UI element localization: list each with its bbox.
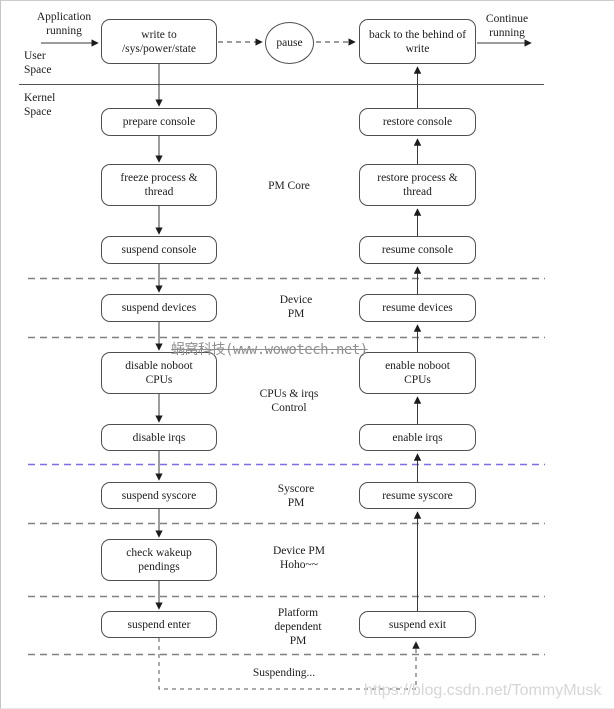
node-resume-console: resume console xyxy=(359,236,476,264)
node-pause: pause xyxy=(265,22,314,64)
node-suspend-syscore: suspend syscore xyxy=(101,482,217,509)
node-disable-irqs: disable irqs xyxy=(101,424,217,451)
node-restore-console: restore console xyxy=(359,108,476,136)
stage-label-pm-core: PM Core xyxy=(268,180,310,192)
node-enable-noboot-cpus: enable noboot CPUs xyxy=(359,352,476,394)
application-running-label: Application running xyxy=(36,11,92,37)
node-suspend-devices: suspend devices xyxy=(101,294,217,322)
node-freeze-process-thread: freeze process & thread xyxy=(101,164,217,206)
pause-label: pause xyxy=(276,37,303,49)
node-resume-devices: resume devices xyxy=(359,294,476,322)
node-resume-syscore: resume syscore xyxy=(359,482,476,509)
stage-label-cpus-irqs-control: CPUs & irqs Control xyxy=(259,388,319,414)
node-write-to-sys-power-state: write to /sys/power/state xyxy=(101,19,217,64)
stage-label-device-pm: Device PM xyxy=(279,294,313,320)
node-enable-irqs: enable irqs xyxy=(359,424,476,451)
wowotech-watermark: 蜗窝科技(www.wowotech.net) xyxy=(171,342,368,358)
node-restore-process-thread: restore process & thread xyxy=(359,164,476,206)
kernel-space-label: Kernel Space xyxy=(24,92,56,118)
continue-running-label: Continue running xyxy=(485,13,529,39)
node-disable-noboot-cpus: disable noboot CPUs xyxy=(101,352,217,394)
user-space-label: User Space xyxy=(24,50,52,76)
node-back-to-behind-of-write: back to the behind of write xyxy=(359,19,476,64)
node-prepare-console: prepare console xyxy=(101,108,217,136)
node-suspend-enter: suspend enter xyxy=(101,611,217,638)
csdn-watermark: https://blog.csdn.net/TommyMusk xyxy=(364,682,602,699)
node-check-wakeup-pendings: check wakeup pendings xyxy=(101,539,217,581)
stage-label-syscore-pm: Syscore PM xyxy=(277,483,315,509)
node-suspend-exit: suspend exit xyxy=(359,611,476,638)
stage-label-platform-dependent-pm: Platform dependent PM xyxy=(274,607,322,647)
suspending-label: Suspending... xyxy=(252,667,316,679)
node-suspend-console: suspend console xyxy=(101,236,217,264)
arrow-enter-to-exit-dashed xyxy=(158,638,420,690)
stage-label-device-pm-hoho: Device PM Hoho~~ xyxy=(272,545,326,571)
